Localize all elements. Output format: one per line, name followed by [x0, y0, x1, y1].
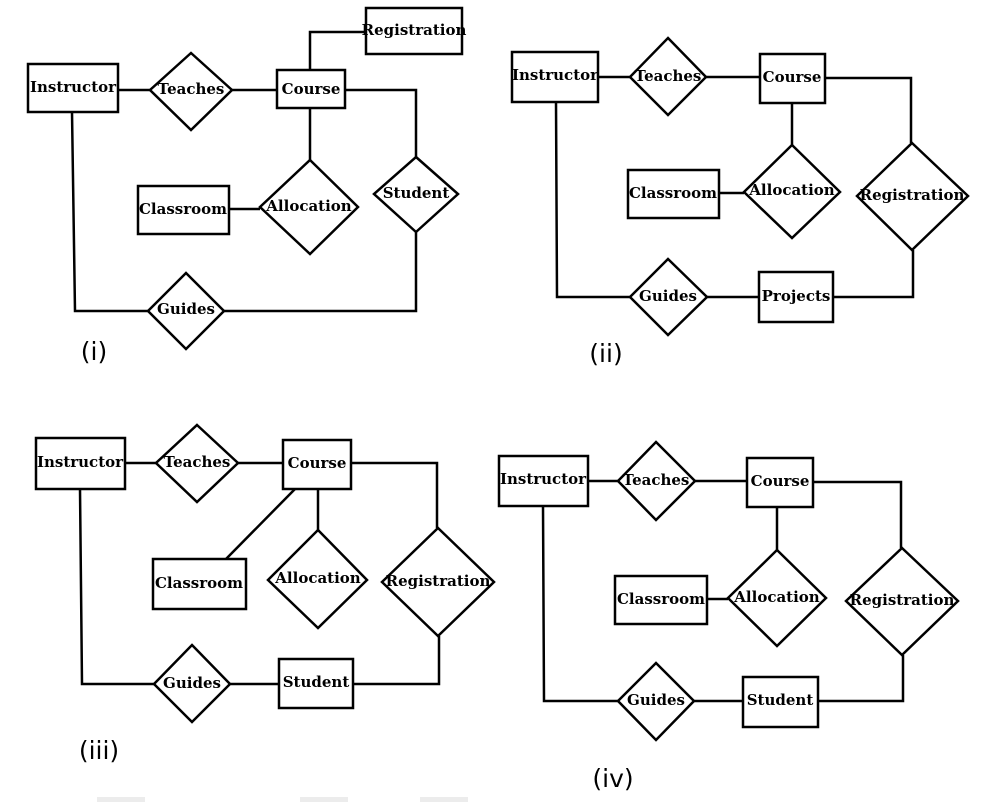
guides-relationship [628, 257, 709, 337]
student-label: Student [283, 673, 350, 691]
allocation-label: Allocation [748, 181, 835, 199]
guides-relationship [616, 661, 696, 742]
teaches-label: Teaches [623, 471, 690, 489]
connector-line [345, 88, 418, 157]
connector-line [353, 636, 441, 686]
er-diagram-iii: Instructor Teaches Course Classroom Allo… [34, 423, 496, 765]
connector-line [224, 232, 418, 313]
allocation-label: Allocation [274, 569, 361, 587]
teaches-label: Teaches [635, 67, 702, 85]
course-entity [758, 52, 827, 105]
classroom-entity [613, 574, 709, 626]
teaches-relationship [616, 440, 697, 522]
guides-relationship [152, 643, 232, 724]
registration-relationship [380, 526, 496, 638]
connector-line [554, 101, 630, 299]
instructor-entity [34, 436, 127, 491]
classroom-label: Classroom [617, 590, 705, 608]
course-label: Course [763, 68, 822, 86]
connector-line [825, 76, 913, 143]
student-label: Student [747, 691, 814, 709]
classroom-entity [136, 184, 231, 236]
instructor-label: Instructor [37, 453, 124, 471]
guides-label: Guides [639, 287, 697, 305]
er-diagram-i: Instructor Teaches Course Registration C… [26, 6, 467, 366]
course-entity [745, 456, 815, 509]
er-diagram-iv: Instructor Teaches Course Classroom Allo… [497, 440, 960, 793]
diagram-caption: (iii) [79, 736, 119, 765]
instructor-label: Instructor [500, 470, 587, 488]
student-entity [741, 675, 820, 729]
instructor-entity [497, 454, 590, 508]
course-entity [281, 438, 353, 491]
course-label: Course [751, 472, 810, 490]
connector-line [541, 505, 618, 703]
classroom-label: Classroom [155, 574, 243, 592]
connector-line [70, 111, 148, 313]
classroom-entity [626, 168, 721, 220]
diagram-caption: (ii) [589, 339, 622, 368]
teaches-relationship [154, 423, 240, 504]
connector-line [308, 30, 366, 70]
instructor-entity [26, 62, 120, 114]
classroom-entity [151, 557, 248, 611]
registration-label: Registration [850, 591, 955, 609]
registration-label: Registration [386, 572, 491, 590]
connector-line [813, 480, 903, 548]
projects-label: Projects [762, 287, 831, 305]
allocation-relationship [266, 528, 369, 630]
allocation-label: Allocation [733, 588, 820, 606]
connector-line [78, 488, 154, 686]
allocation-relationship [726, 548, 828, 648]
guides-label: Guides [627, 691, 685, 709]
background-artifact [97, 797, 145, 802]
classroom-label: Classroom [629, 184, 717, 202]
connector-line [818, 655, 905, 703]
projects-entity [757, 270, 835, 324]
teaches-relationship [148, 51, 234, 132]
student-label: Student [383, 184, 450, 202]
instructor-label: Instructor [512, 66, 599, 84]
course-label: Course [282, 80, 341, 98]
allocation-label: Allocation [265, 197, 352, 215]
student-entity [277, 657, 355, 710]
instructor-label: Instructor [30, 78, 117, 96]
guides-label: Guides [157, 300, 215, 318]
registration-relationship [844, 546, 960, 657]
allocation-relationship [258, 158, 360, 256]
allocation-relationship [742, 143, 842, 240]
diagram-caption: (iv) [592, 764, 633, 793]
registration-label: Registration [860, 186, 965, 204]
diagram-caption: (i) [81, 337, 107, 366]
registration-entity [364, 6, 464, 56]
teaches-relationship [628, 36, 708, 117]
guides-relationship [146, 271, 226, 351]
course-entity [275, 68, 347, 110]
background-artifact [300, 797, 348, 802]
er-diagram-ii: Instructor Teaches Course Classroom Allo… [510, 36, 970, 368]
course-label: Course [288, 454, 347, 472]
teaches-label: Teaches [158, 80, 225, 98]
guides-label: Guides [163, 674, 221, 692]
registration-label: Registration [362, 21, 467, 39]
connector-line [225, 488, 296, 560]
instructor-entity [510, 50, 600, 104]
connector-line [833, 250, 915, 299]
classroom-label: Classroom [139, 200, 227, 218]
student-relationship [372, 155, 460, 234]
background-artifact [420, 797, 468, 802]
teaches-label: Teaches [164, 453, 231, 471]
connector-line [351, 461, 439, 528]
registration-relationship [855, 141, 970, 252]
